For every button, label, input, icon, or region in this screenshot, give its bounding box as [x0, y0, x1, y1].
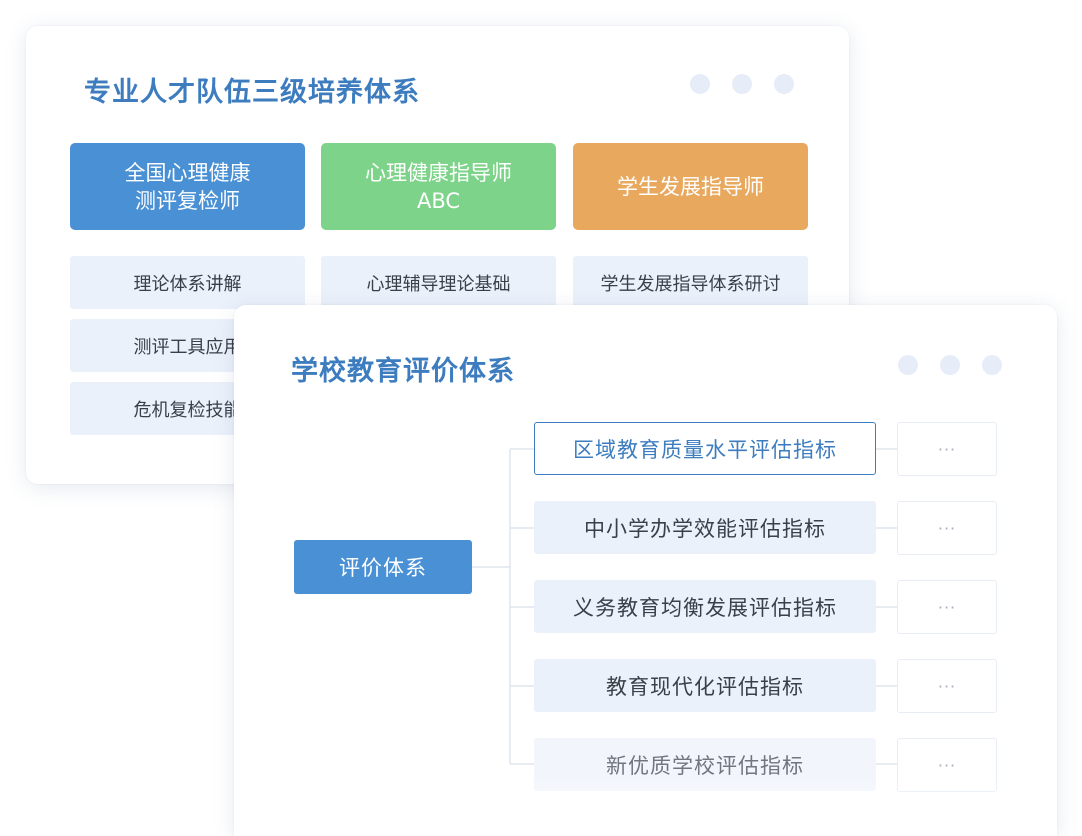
evaluation-system-title: 学校教育评价体系 — [291, 356, 515, 387]
more-ellipsis-icon[interactable]: ··· — [897, 422, 997, 476]
track-header-assessment[interactable]: 全国心理健康 测评复检师 — [70, 143, 305, 230]
window-dot-icon — [774, 74, 794, 94]
evaluation-system-card: 学校教育评价体系 评价体系 区域教育质量水平评估指标 ··· 中小学办学效能评估… — [234, 305, 1057, 836]
more-ellipsis-icon[interactable]: ··· — [897, 580, 997, 634]
branch-regional-quality[interactable]: 区域教育质量水平评估指标 — [534, 422, 876, 475]
branch-new-quality-school[interactable]: 新优质学校评估指标 — [534, 738, 876, 791]
branch-modernization[interactable]: 教育现代化评估指标 — [534, 659, 876, 712]
tree-connectors — [472, 448, 897, 765]
window-dot-icon — [982, 355, 1002, 375]
window-dot-icon — [898, 355, 918, 375]
track-item[interactable]: 学生发展指导体系研讨 — [573, 256, 808, 309]
more-ellipsis-icon[interactable]: ··· — [897, 659, 997, 713]
evaluation-root-node[interactable]: 评价体系 — [294, 540, 472, 594]
branch-school-efficiency[interactable]: 中小学办学效能评估指标 — [534, 501, 876, 554]
track-header-counselor[interactable]: 心理健康指导师 ABC — [321, 143, 556, 230]
track-header-development[interactable]: 学生发展指导师 — [573, 143, 808, 230]
talent-system-title: 专业人才队伍三级培养体系 — [84, 77, 420, 108]
branch-balanced-development[interactable]: 义务教育均衡发展评估指标 — [534, 580, 876, 633]
more-ellipsis-icon[interactable]: ··· — [897, 738, 997, 792]
talent-system-card: 专业人才队伍三级培养体系 全国心理健康 测评复检师 理论体系讲解 测评工具应用 … — [26, 26, 849, 484]
window-dot-icon — [690, 74, 710, 94]
window-dots — [690, 74, 794, 94]
window-dot-icon — [732, 74, 752, 94]
window-dots — [898, 355, 1002, 375]
track-item[interactable]: 心理辅导理论基础 — [321, 256, 556, 309]
more-ellipsis-icon[interactable]: ··· — [897, 501, 997, 555]
track-item[interactable]: 理论体系讲解 — [70, 256, 305, 309]
window-dot-icon — [940, 355, 960, 375]
